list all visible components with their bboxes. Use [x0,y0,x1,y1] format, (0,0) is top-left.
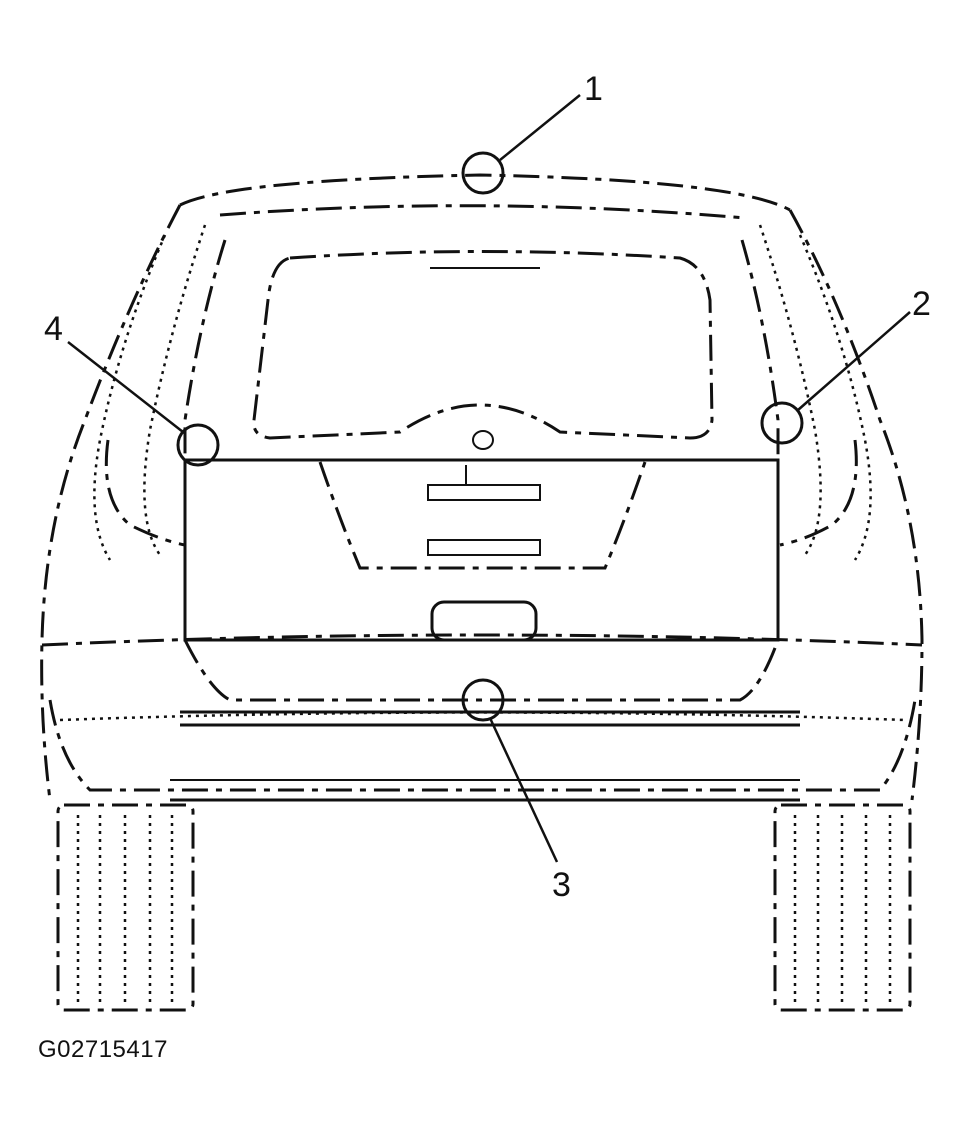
callout-3: 3 [461,678,571,904]
figure-id: G02715417 [38,1036,168,1063]
circle-marker-icon [461,151,505,195]
liftgate-emblem [472,430,494,450]
circle-marker-icon [760,401,804,445]
license-plate-bracket [427,539,541,556]
roof-spoiler [219,204,746,220]
left-rear-tire [56,803,195,1012]
license-plate-recess [318,461,647,570]
right-tail-lamp [779,439,858,547]
right-body-side [788,209,924,801]
left-body-contour [93,234,167,561]
callout-1-leader [499,94,581,161]
bumper-contour [59,711,906,722]
right-body-contour-2 [758,224,822,556]
callout-2: 2 [760,285,931,445]
callout-3-leader [488,717,559,863]
left-tail-lamp [104,439,186,547]
left-body-contour-2 [143,224,207,556]
callout-4-label: 4 [44,310,63,348]
license-lamp [430,600,538,642]
callout-2-leader [797,311,911,411]
callout-4-leader [67,341,184,433]
left-pillar-inner [183,239,227,640]
callout-3-label: 3 [552,866,571,904]
rear-bumper-face [183,639,780,702]
circle-marker-icon [176,423,220,467]
roof-outline [179,173,791,212]
callout-4: 4 [44,310,220,467]
rear-bumper-top [41,633,923,647]
callout-1-label: 1 [584,70,603,108]
liftgate-handle [427,484,541,501]
rear-bumper-outline [48,699,917,792]
right-pillar-inner [740,239,780,640]
callout-2-label: 2 [912,285,931,323]
rear-window [252,250,714,440]
right-body-contour [798,234,872,561]
right-rear-tire [773,803,912,1012]
left-body-side [40,204,182,801]
circle-marker-icon [461,678,505,722]
callout-1: 1 [461,70,603,195]
liftgate-panel [183,458,780,642]
